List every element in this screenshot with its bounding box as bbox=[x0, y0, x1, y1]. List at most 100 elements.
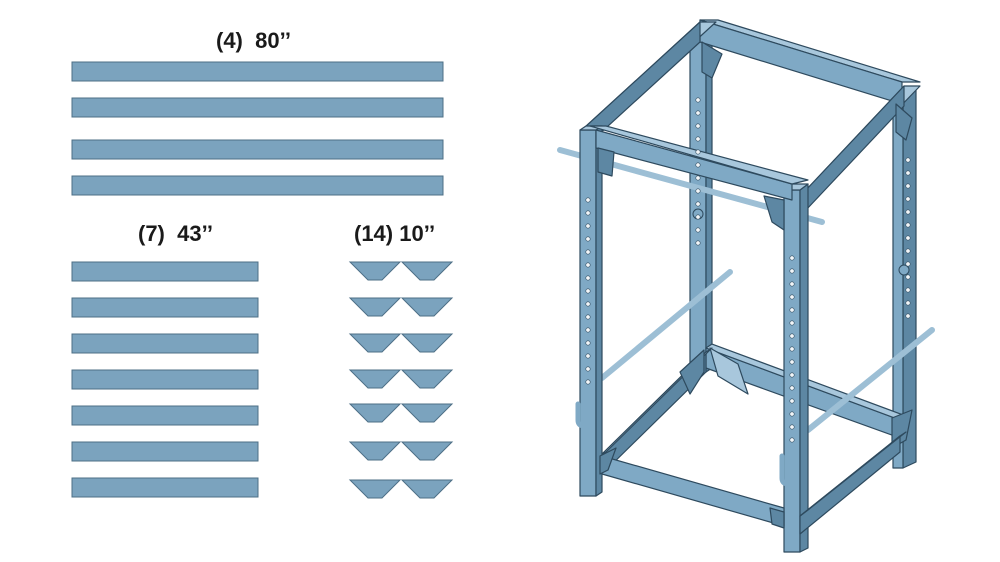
long-board bbox=[71, 97, 444, 118]
post-hole bbox=[905, 183, 911, 189]
post-hole bbox=[695, 110, 701, 116]
gusset-block bbox=[400, 369, 454, 389]
j-hook bbox=[779, 453, 795, 487]
post-hole bbox=[789, 385, 795, 391]
post-hole bbox=[905, 261, 911, 267]
gusset-block bbox=[400, 441, 454, 461]
medium-boards-label: (7) 43’’ bbox=[138, 221, 213, 246]
rack-post-front-right bbox=[783, 183, 809, 553]
post-hole bbox=[695, 162, 701, 168]
gusset-block bbox=[348, 369, 402, 389]
post-hole bbox=[789, 333, 795, 339]
gusset-blocks-group bbox=[348, 261, 454, 499]
post-hole bbox=[789, 359, 795, 365]
post-hole bbox=[905, 222, 911, 228]
j-hook bbox=[898, 264, 910, 276]
rack-top-front-beam bbox=[589, 125, 809, 201]
gusset-block bbox=[348, 333, 402, 353]
gusset-block bbox=[348, 261, 402, 281]
rack-post-back-right bbox=[892, 87, 917, 469]
post-hole bbox=[789, 398, 795, 404]
post-hole bbox=[695, 188, 701, 194]
post-hole bbox=[789, 437, 795, 443]
long-board bbox=[71, 139, 444, 160]
post-hole bbox=[789, 307, 795, 313]
post-hole bbox=[905, 274, 911, 280]
post-hole bbox=[789, 346, 795, 352]
long-boards-label: (4) 80’’ bbox=[216, 28, 291, 53]
medium-board bbox=[71, 261, 259, 282]
post-hole bbox=[789, 294, 795, 300]
gusset-block bbox=[348, 297, 402, 317]
gusset-block bbox=[348, 403, 402, 423]
long-board bbox=[71, 175, 444, 196]
medium-boards-group bbox=[71, 261, 259, 498]
post-hole bbox=[585, 327, 591, 333]
rack-top-back-beam bbox=[699, 19, 921, 105]
rack-bottom-right-beam bbox=[799, 431, 907, 535]
post-hole bbox=[695, 201, 701, 207]
post-hole bbox=[585, 262, 591, 268]
post-hole bbox=[789, 320, 795, 326]
long-boards-group bbox=[71, 61, 444, 196]
post-holes bbox=[585, 97, 911, 443]
safety-bar-left bbox=[599, 269, 733, 381]
post-hole bbox=[789, 411, 795, 417]
rack-bottom-front-beam bbox=[601, 455, 785, 527]
post-hole bbox=[585, 379, 591, 385]
gusset-block bbox=[400, 403, 454, 423]
post-hole bbox=[789, 255, 795, 261]
post-hole bbox=[585, 353, 591, 359]
post-hole bbox=[789, 424, 795, 430]
post-hole bbox=[905, 170, 911, 176]
gusset-block bbox=[348, 479, 402, 499]
post-hole bbox=[905, 313, 911, 319]
medium-board bbox=[71, 333, 259, 354]
post-hole bbox=[585, 275, 591, 281]
rack-gusset bbox=[769, 507, 785, 529]
rack-post-back-left bbox=[689, 35, 713, 373]
post-hole bbox=[789, 268, 795, 274]
medium-board bbox=[71, 477, 259, 498]
gusset-block bbox=[400, 479, 454, 499]
post-hole bbox=[695, 136, 701, 142]
post-hole bbox=[905, 157, 911, 163]
post-hole bbox=[905, 209, 911, 215]
post-hole bbox=[789, 372, 795, 378]
rack-gusset bbox=[597, 147, 615, 177]
medium-board bbox=[71, 405, 259, 426]
long-board bbox=[71, 61, 444, 82]
post-hole bbox=[585, 301, 591, 307]
post-hole bbox=[695, 149, 701, 155]
medium-board bbox=[71, 441, 259, 462]
post-hole bbox=[905, 287, 911, 293]
post-hole bbox=[695, 97, 701, 103]
post-hole bbox=[585, 210, 591, 216]
post-hole bbox=[585, 340, 591, 346]
rack-gusset bbox=[709, 347, 749, 395]
post-hole bbox=[695, 240, 701, 246]
cut-list-diagram bbox=[71, 61, 454, 499]
rack-gusset bbox=[599, 447, 617, 475]
post-hole bbox=[585, 197, 591, 203]
post-hole bbox=[585, 223, 591, 229]
post-hole bbox=[585, 366, 591, 372]
post-hole bbox=[905, 248, 911, 254]
post-hole bbox=[585, 249, 591, 255]
safety-bar-right bbox=[805, 327, 935, 433]
gusset-block bbox=[400, 333, 454, 353]
gusset-block bbox=[400, 297, 454, 317]
post-hole bbox=[585, 236, 591, 242]
medium-board bbox=[71, 369, 259, 390]
rack-gusset bbox=[895, 103, 913, 141]
post-hole bbox=[585, 314, 591, 320]
post-hole bbox=[695, 123, 701, 129]
gusset-block bbox=[400, 261, 454, 281]
rack-gusset bbox=[701, 41, 723, 79]
post-hole bbox=[905, 196, 911, 202]
post-hole bbox=[695, 227, 701, 233]
post-hole bbox=[695, 175, 701, 181]
post-hole bbox=[905, 300, 911, 306]
medium-board bbox=[71, 297, 259, 318]
post-hole bbox=[905, 235, 911, 241]
